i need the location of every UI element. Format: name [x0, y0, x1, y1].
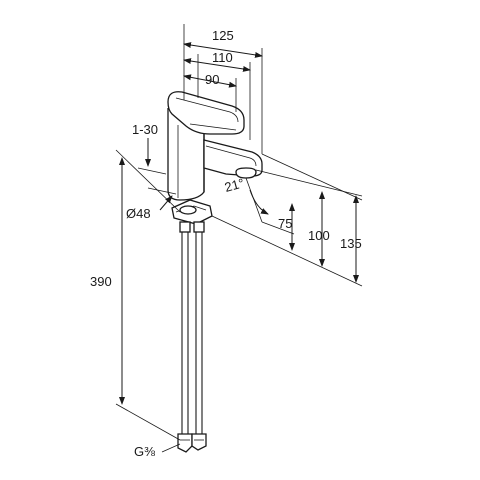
- label-125: 125: [212, 28, 234, 43]
- label-diameter-48: Ø48: [126, 206, 151, 221]
- vertical-dimensions-right: [211, 153, 363, 287]
- label-21-degrees: 21°: [223, 175, 246, 195]
- dim-diameter-48: [147, 187, 177, 211]
- dim-angle-21: [245, 177, 269, 223]
- dim-line-125: [183, 42, 263, 58]
- label-1-30: 1-30: [132, 122, 158, 137]
- label-390: 390: [90, 274, 112, 289]
- dim-thread: [161, 443, 181, 453]
- label-75: 75: [278, 216, 292, 231]
- dim-1-30: [137, 138, 167, 175]
- label-110: 110: [212, 50, 233, 65]
- label-thread-g38: G⅜: [134, 444, 155, 459]
- label-100: 100: [308, 228, 330, 243]
- dim-line-90: [183, 74, 237, 88]
- vertical-dimension-390: [115, 149, 181, 441]
- label-90: 90: [205, 72, 219, 87]
- supply-hoses: [177, 221, 207, 453]
- dim-line-110: [183, 58, 251, 72]
- horizontal-dimensions: [183, 24, 263, 154]
- faucet-body: [167, 91, 263, 201]
- base-flange: [171, 199, 213, 225]
- label-135: 135: [340, 236, 362, 251]
